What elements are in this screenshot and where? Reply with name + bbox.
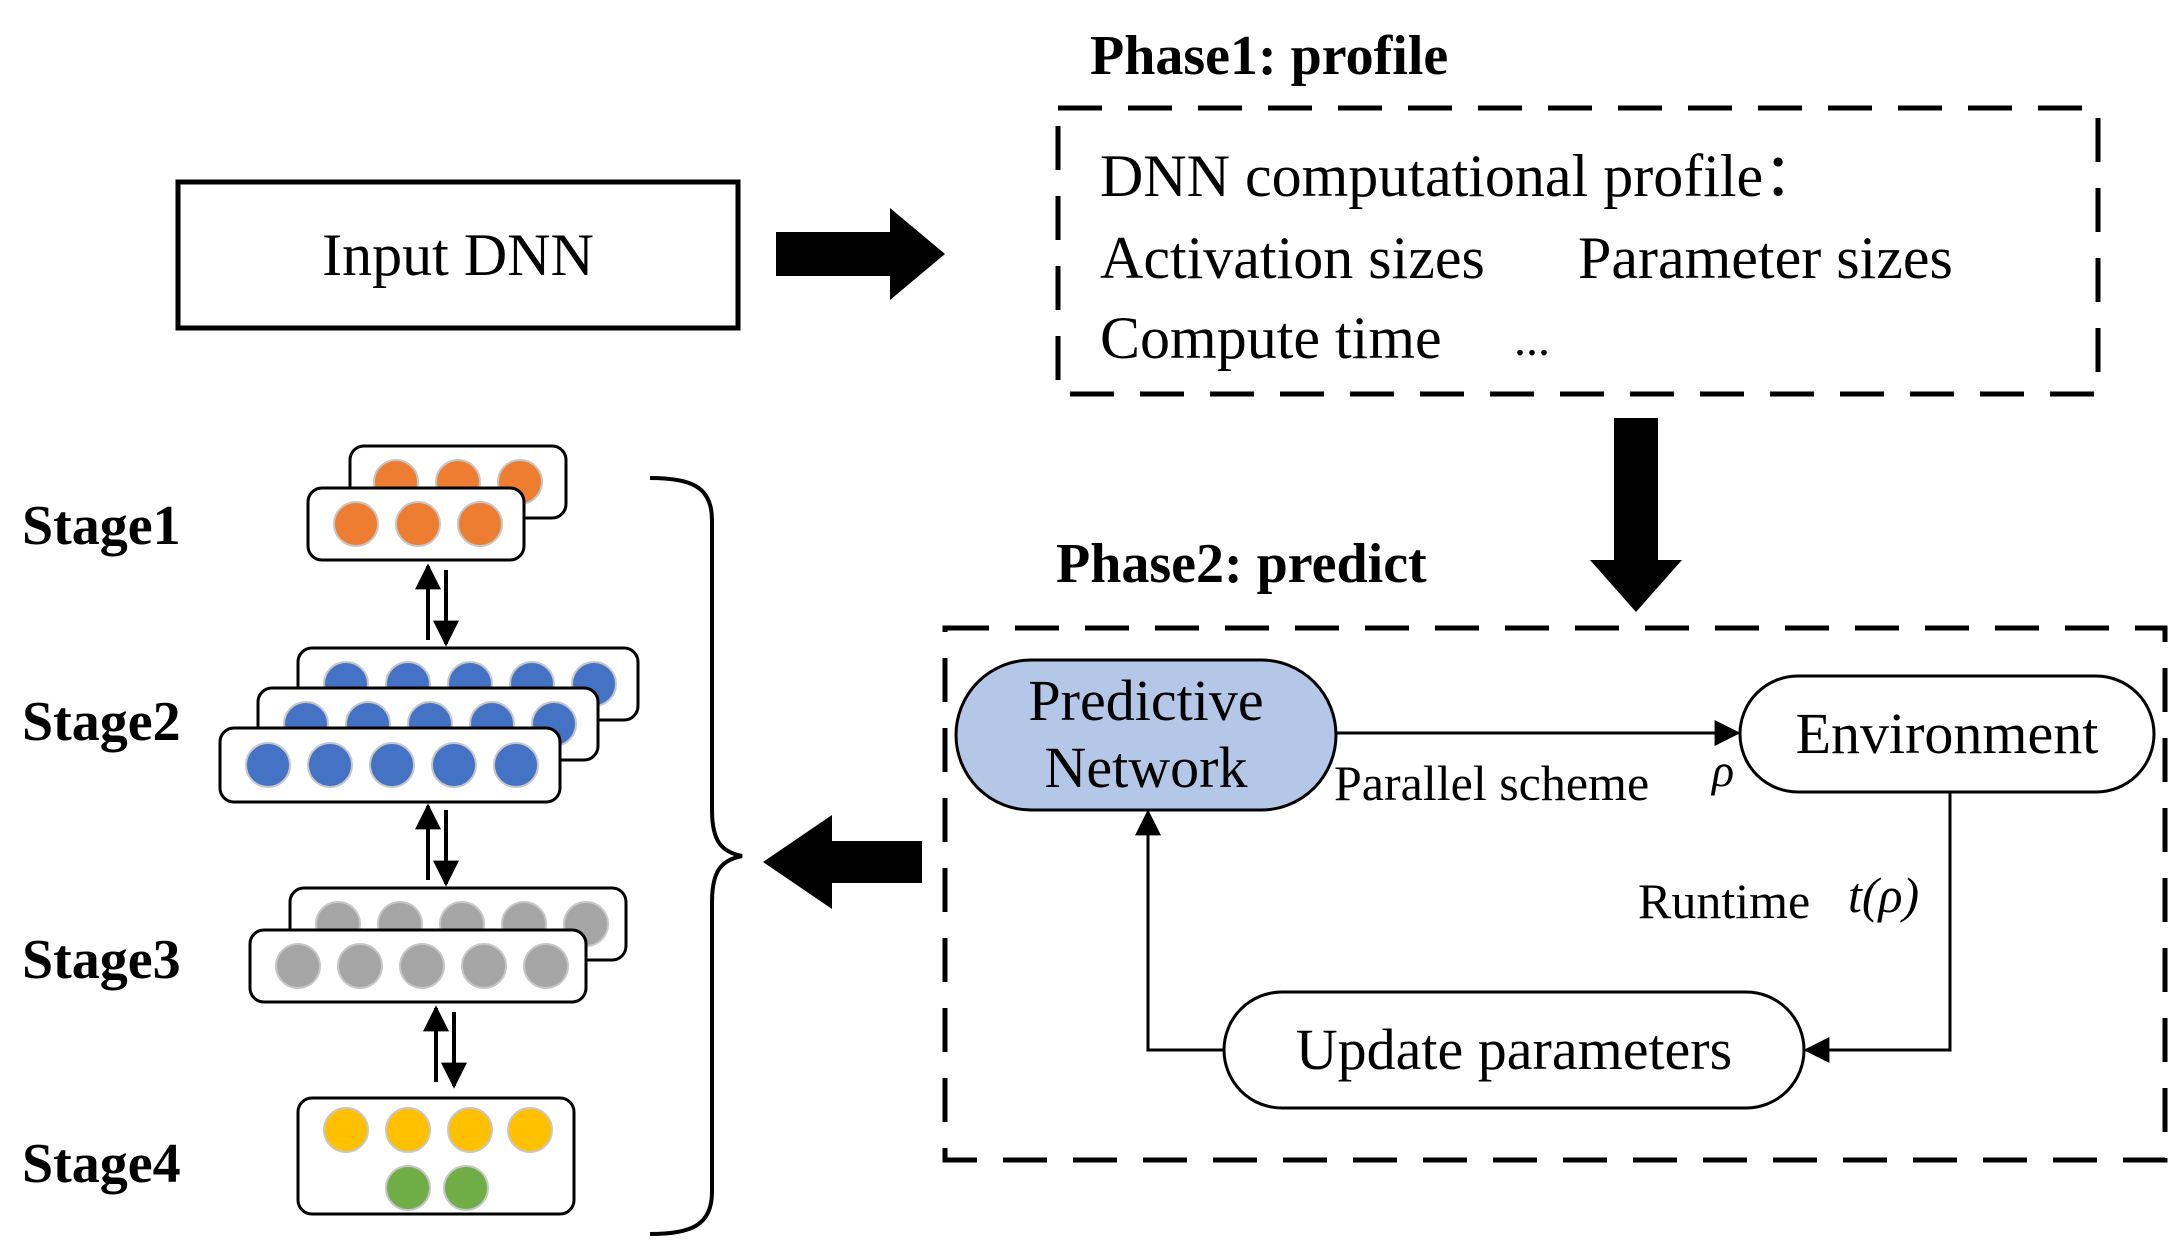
neuron-node (493, 742, 539, 788)
neuron-node (337, 943, 383, 989)
stage1-neuron (333, 501, 379, 547)
neuron-node (245, 742, 291, 788)
stage1-neuron (395, 501, 441, 547)
neuron-node (323, 1107, 369, 1153)
neuron-node (385, 1107, 431, 1153)
predictive-network-label: Predictive Network (956, 660, 1336, 810)
neuron-node (523, 943, 569, 989)
predictive-line2: Network (1044, 735, 1248, 800)
stage1-label: Stage1 (22, 495, 181, 557)
neuron-node (447, 1107, 493, 1153)
runtime-label: Runtime (1638, 873, 1811, 929)
update-parameters-label: Update parameters (1295, 1017, 1733, 1082)
stage1-neuron (457, 501, 503, 547)
parallel-scheme-symbol: ρ (1712, 745, 1735, 796)
phase1-activation-sizes: Activation sizes (1100, 225, 1485, 291)
neuron-node (443, 1165, 489, 1211)
phase1-ellipsis: ... (1514, 313, 1550, 366)
arrow-input-to-phase1 (776, 208, 945, 300)
neuron-node (307, 742, 353, 788)
stage2-label: Stage2 (22, 691, 181, 753)
stages-curly-brace (649, 476, 743, 1236)
stage2-layers (218, 646, 640, 804)
predictive-line1: Predictive (1028, 668, 1264, 734)
arrow-update-to-predictive (1135, 809, 1224, 1052)
neuron-node (507, 1107, 553, 1153)
phase1-dashed-box (1055, 105, 2101, 397)
stage1-layers (306, 444, 568, 562)
neuron-node (399, 943, 445, 989)
phase1-compute-time: Compute time (1100, 305, 1442, 371)
arrow-phase2-to-stages (763, 815, 922, 909)
neuron-node (461, 943, 507, 989)
stage4-label: Stage4 (22, 1133, 181, 1195)
phase1-line1: DNN computational profile： (1100, 143, 1824, 209)
stage3-label: Stage3 (22, 929, 181, 991)
stage4-layers (296, 1096, 576, 1216)
phase1-parameter-sizes: Parameter sizes (1578, 225, 1953, 291)
phase2-dashed-box (942, 625, 2168, 1163)
environment-label: Environment (1795, 701, 2099, 766)
neuron-node (369, 742, 415, 788)
phase2-title: Phase2: predict (1056, 533, 1427, 595)
runtime-symbol: t(ρ) (1848, 867, 1920, 923)
arrow-runtime (1803, 792, 1952, 1063)
input-dnn-label: Input DNN (322, 222, 594, 288)
stage3-layers (248, 886, 628, 1004)
input-dnn-box (175, 179, 741, 331)
arrow-phase1-to-phase2 (1590, 418, 1682, 612)
neuron-node (431, 742, 477, 788)
neuron-node (275, 943, 321, 989)
neuron-node (385, 1165, 431, 1211)
phase1-title: Phase1: profile (1090, 25, 1449, 87)
stage-connectors (415, 563, 467, 1089)
parallel-scheme-label: Parallel scheme (1334, 755, 1650, 811)
